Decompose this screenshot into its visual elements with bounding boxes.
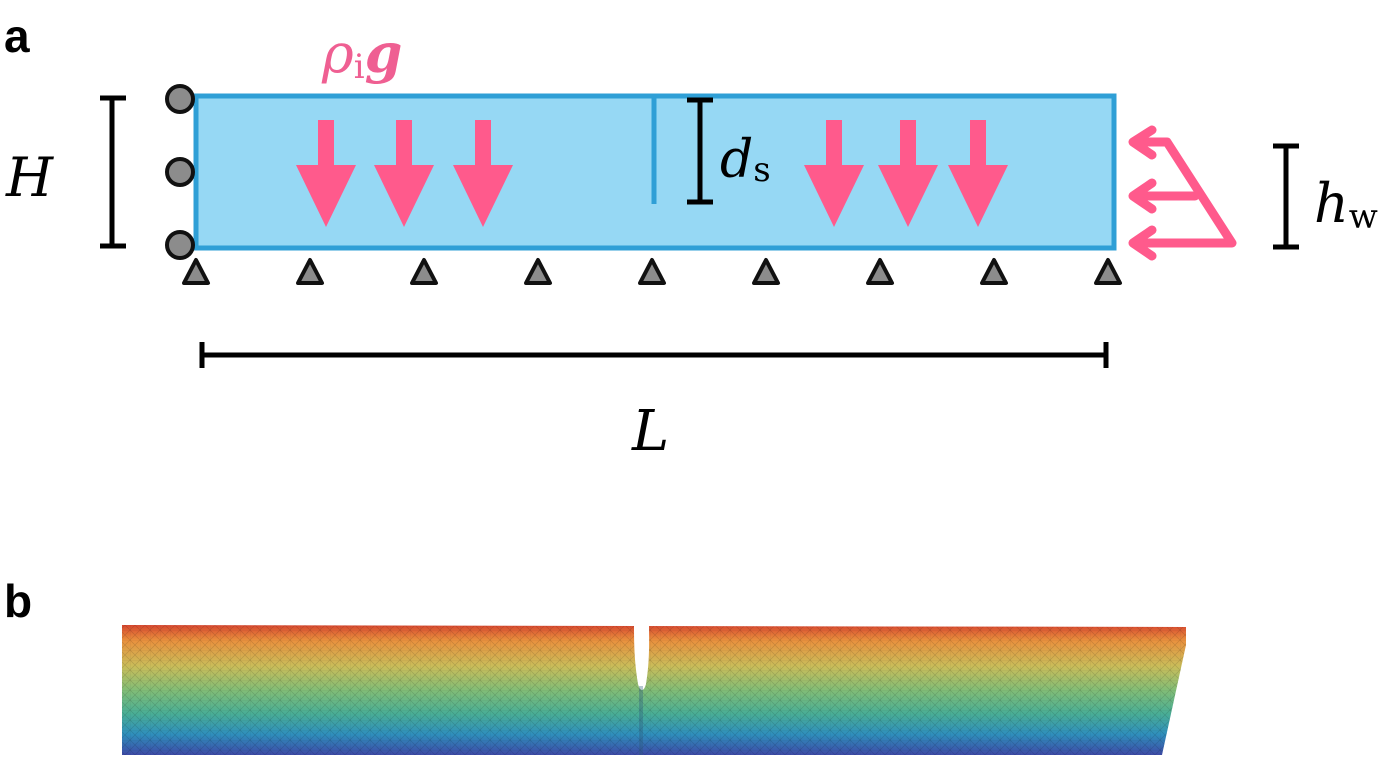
height-dimension <box>100 95 126 249</box>
gravity-arrows <box>296 120 1008 227</box>
gravity-arrow <box>296 120 356 227</box>
crevasse-depth-subscript: s <box>753 150 770 190</box>
water-pressure-arrow <box>1128 225 1157 261</box>
water-height-dimension <box>1273 143 1299 250</box>
water-height-subscript: w <box>1349 197 1378 237</box>
pin-support <box>866 258 894 285</box>
roller-supports <box>165 84 195 260</box>
roller-support <box>165 84 195 114</box>
panel-a-label: a <box>4 10 30 62</box>
pin-support <box>1094 258 1122 285</box>
load-subscript: i <box>354 47 365 87</box>
gravity-arrow <box>374 120 434 227</box>
water-pressure-envelope <box>1131 137 1237 248</box>
gravity-arrow <box>878 120 938 227</box>
gravity-arrow <box>453 120 513 227</box>
pin-support <box>182 258 210 285</box>
pin-support <box>296 258 324 285</box>
crevasse-depth-label: ds <box>720 130 771 190</box>
pin-support <box>752 258 780 285</box>
panel-b-label: b <box>4 575 32 627</box>
pin-support <box>524 258 552 285</box>
height-label: H <box>5 146 54 209</box>
gravity-arrow <box>804 120 864 227</box>
crevasse-depth-dimension <box>687 97 713 205</box>
length-dimension <box>199 342 1109 368</box>
length-label: L <box>631 399 669 464</box>
water-pressure-load <box>1128 125 1237 261</box>
water-height-symbol: h <box>1314 172 1349 235</box>
load-label: ρig <box>321 21 402 87</box>
water-pressure-arrow <box>1128 178 1157 214</box>
mesh-overlay <box>122 625 1186 755</box>
pin-supports <box>182 258 1122 285</box>
load-vector: g <box>365 21 403 85</box>
crevasse-opening <box>634 623 650 690</box>
water-height-label: hw <box>1314 172 1378 237</box>
pin-support <box>980 258 1008 285</box>
crevasse-depth-symbol: d <box>720 130 753 190</box>
roller-support <box>165 230 195 260</box>
roller-support <box>165 157 195 187</box>
pin-support <box>638 258 666 285</box>
gravity-arrow <box>948 120 1008 227</box>
pin-support <box>410 258 438 285</box>
water-pressure-arrow <box>1128 125 1157 160</box>
load-symbol: ρ <box>321 22 354 85</box>
deformed-mesh <box>122 623 1186 755</box>
